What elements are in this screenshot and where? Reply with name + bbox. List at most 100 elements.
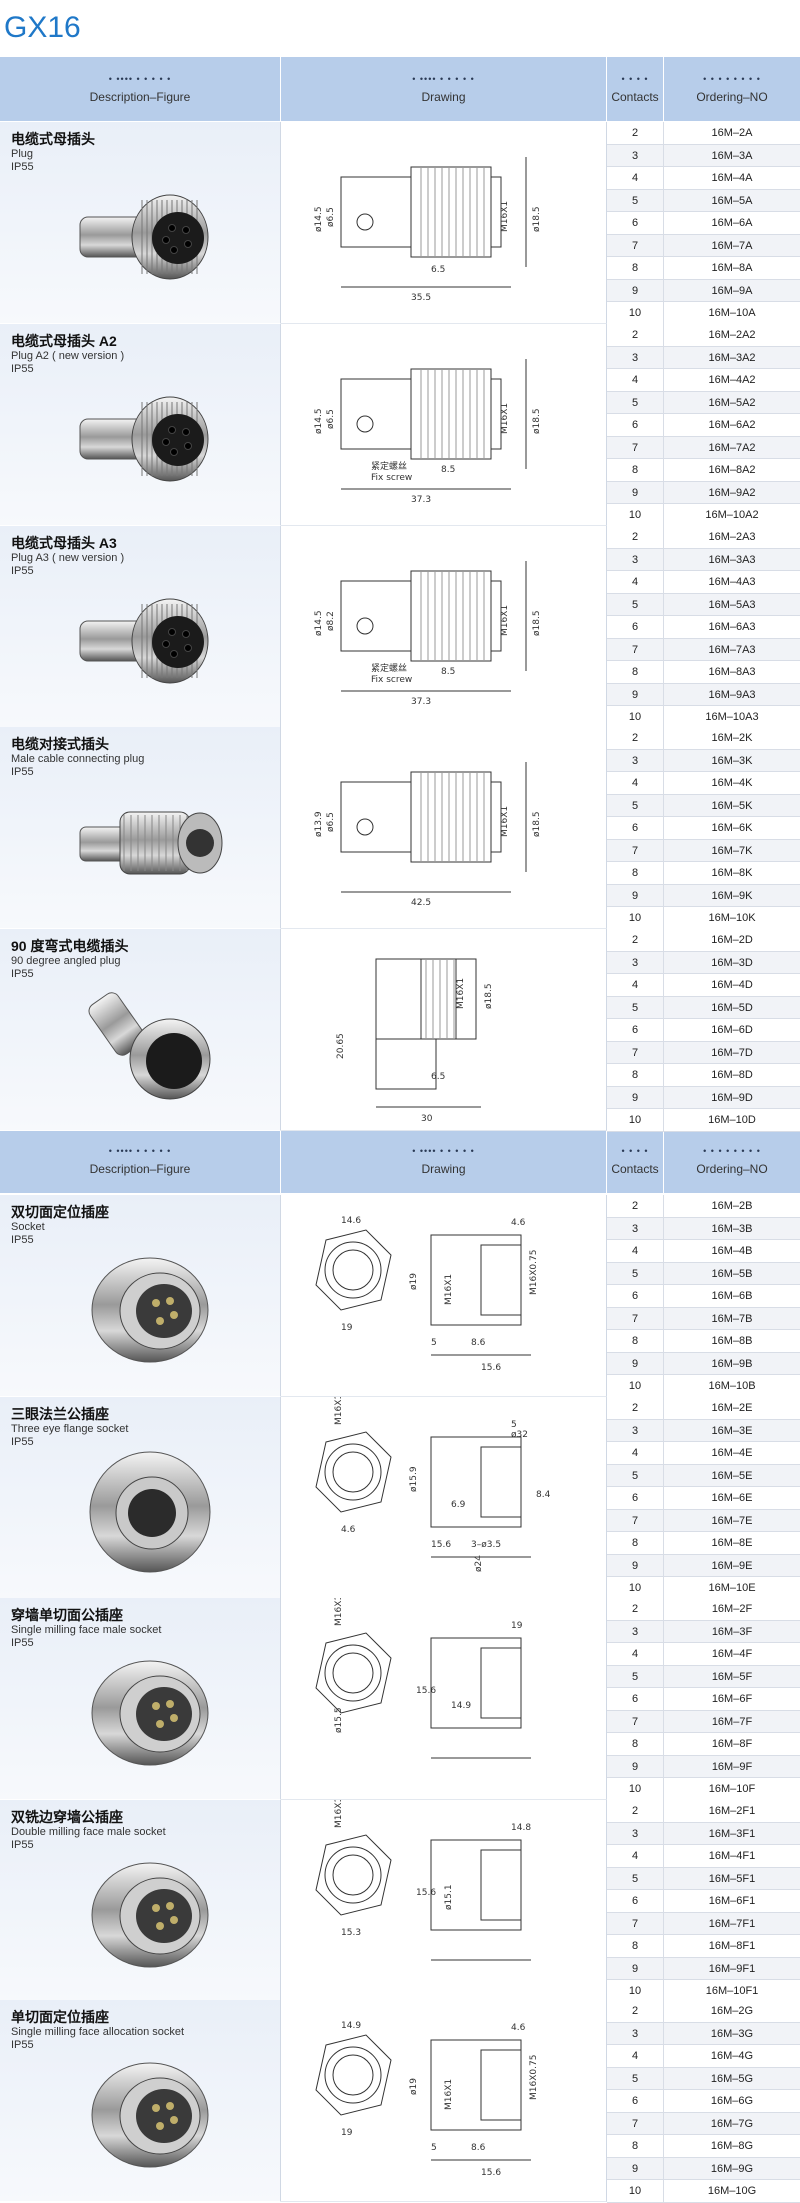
ordering-cell: 16M–10A2: [664, 504, 800, 527]
ordering-cell: 16M–5F: [664, 1665, 800, 1688]
contacts-cell: 9: [607, 481, 664, 504]
contacts-cell: 3: [607, 749, 664, 772]
thread-circle: [324, 1241, 382, 1299]
ordering-cell: 16M–8K: [664, 862, 800, 885]
header-dots: • • • •: [621, 74, 649, 84]
contacts-cell: 10: [607, 706, 664, 729]
contacts-cell: 6: [607, 1890, 664, 1913]
header-dots: • •••• • • • • •: [108, 1146, 172, 1156]
pin-hole: [168, 426, 176, 434]
pin-hole: [162, 640, 170, 648]
product-name-en: Male cable connecting plug: [11, 753, 145, 765]
contacts-cell: 7: [607, 1912, 664, 1935]
dimension-label: M16X1: [456, 978, 466, 1009]
contacts-cell: 5: [607, 189, 664, 212]
header-dots: • • • •: [621, 1146, 649, 1156]
dimension-label: 15.6: [481, 1363, 501, 1373]
ordering-cell: 16M–5G: [664, 2067, 800, 2090]
contacts-cell: 6: [607, 1688, 664, 1711]
sleeve: [420, 958, 457, 1040]
contacts-cell: 7: [607, 1307, 664, 1330]
side-sleeve: [480, 2049, 522, 2121]
contacts-cell: 6: [607, 2090, 664, 2113]
inner-circle: [332, 1249, 374, 1291]
dimension-label: 19: [341, 1323, 353, 1333]
plug-insert: [186, 829, 214, 857]
dimension-label: 35.5: [411, 293, 431, 303]
ordering-cell: 16M–9F1: [664, 1957, 800, 1980]
product-name-cn: 单切面定位插座: [11, 2009, 109, 2025]
contacts-cell: 3: [607, 144, 664, 167]
ordering-cell: 16M–5K: [664, 794, 800, 817]
dimension-label: 8.6: [471, 1338, 486, 1348]
contacts-cell: 5: [607, 794, 664, 817]
ordering-cell: 16M–7F1: [664, 1912, 800, 1935]
side-sleeve: [480, 1647, 522, 1719]
ordering-cell: 16M–9E: [664, 1554, 800, 1577]
ordering-cell: 16M–9K: [664, 884, 800, 907]
dimension-label: ø15.5: [334, 1707, 344, 1733]
ordering-cell: 16M–6A3: [664, 616, 800, 639]
thread-circle: [324, 1846, 382, 1904]
ordering-cell: 16M–5A2: [664, 391, 800, 414]
contacts-cell: 2: [607, 1800, 664, 1823]
dimension-label: 19: [511, 1621, 523, 1631]
ordering-cell: 16M–7D: [664, 1041, 800, 1064]
ordering-cell: 16M–6G: [664, 2090, 800, 2113]
dimension-label: ø6.5: [326, 812, 336, 832]
ordering-cell: 16M–7A3: [664, 638, 800, 661]
contacts-cell: 7: [607, 638, 664, 661]
contacts-cell: 4: [607, 1442, 664, 1465]
header-drawing-label: Drawing: [421, 1162, 466, 1176]
header-ordering-label: Ordering–NO: [696, 1162, 768, 1176]
plug-insert: [152, 616, 204, 668]
ip-rating: IP55: [11, 1234, 34, 1246]
pin: [156, 1317, 164, 1325]
pin: [152, 1904, 160, 1912]
product-name-en: 90 degree angled plug: [11, 955, 121, 967]
contacts-cell: 8: [607, 1532, 664, 1555]
product-name-cn: 电缆对接式插头: [11, 736, 109, 752]
pin-hole: [182, 428, 190, 436]
ordering-cell: 16M–5A3: [664, 593, 800, 616]
contacts-cell: 10: [607, 907, 664, 930]
pin: [170, 1916, 178, 1924]
dimension-label: 紧定螺丝: [371, 460, 407, 472]
ordering-cell: 16M–3E: [664, 1419, 800, 1442]
ordering-cell: 16M–8E: [664, 1532, 800, 1555]
product-name-en: Plug A3 ( new version ): [11, 552, 125, 564]
product-photo: [91, 2062, 209, 2168]
plug-insert: [152, 414, 204, 466]
